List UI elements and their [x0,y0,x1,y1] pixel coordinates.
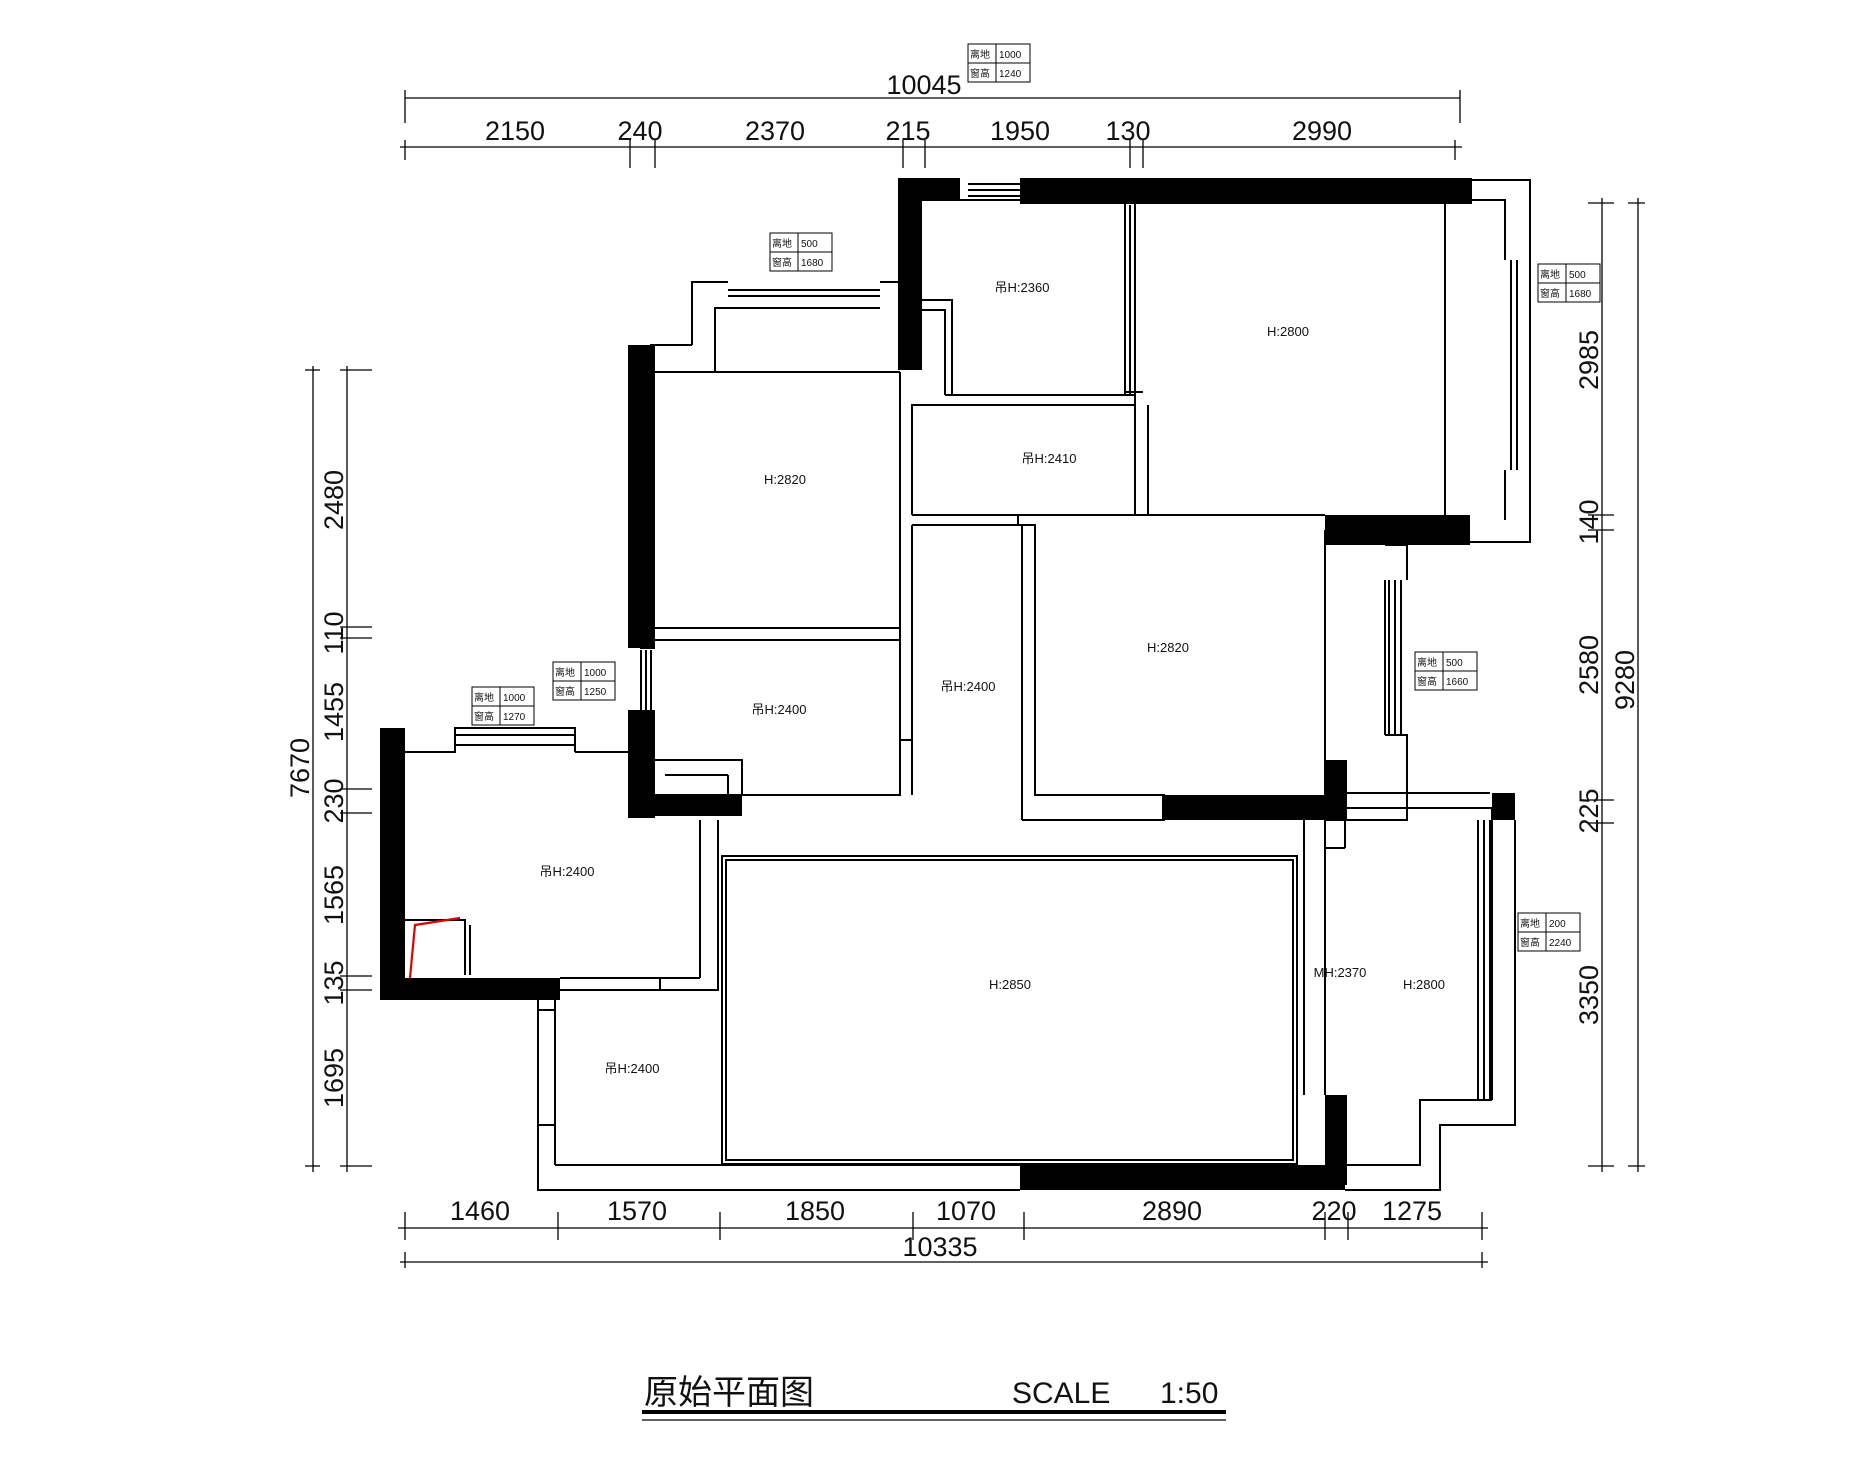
room-labels: 吊H:2360 H:2800 吊H:2410 H:2820 吊H:2400 吊H… [540,280,1445,1076]
scale-label: SCALE [1012,1377,1110,1410]
tag-right-bottom-height: 2240 [1549,938,1572,949]
dim-bottom-total: 10335 [902,1232,977,1262]
room-label-top-small: 吊H:2360 [995,280,1050,295]
room-label-left-bed: H:2820 [764,472,806,487]
dim-bottom-6: 220 [1311,1196,1356,1226]
tag-top-sill-label: 离地 [970,48,990,61]
room-label-hall: 吊H:2400 [941,679,996,694]
window-tags [471,43,1601,952]
dim-left-6: 135 [319,960,349,1005]
room-label-right-bed: H:2820 [1147,640,1189,655]
dim-left-5: 1565 [319,865,349,925]
dim-right-4: 225 [1574,788,1604,833]
room-label-corridor-top: 吊H:2410 [1022,451,1077,466]
title-block: 原始平面图 SCALE 1:50 [642,1374,1226,1421]
dim-left-3: 1455 [319,682,349,742]
dimension-labels: 10045 2150 240 2370 215 1950 130 2990 14… [285,70,1640,1262]
dim-left-7: 1695 [319,1048,349,1108]
tag-right-bottom-sill: 200 [1549,919,1566,930]
tag-top-height: 1240 [999,69,1022,80]
window-tag-text: 离地 1000 窗高 1240 离地 500 窗高 1680 离地 500 窗高… [474,48,1592,949]
dim-bottom-7: 1275 [1382,1196,1442,1226]
tag-right-mid-sill: 500 [1446,658,1463,669]
thin-walls [405,179,1531,1191]
scale-value: 1:50 [1160,1377,1218,1410]
dim-left-4: 230 [319,778,349,823]
dim-top-total: 10045 [886,70,961,100]
dim-bottom-2: 1570 [607,1196,667,1226]
room-label-balcony: H:2800 [1403,977,1445,992]
tag-right-top-sill: 500 [1569,270,1586,281]
tag-mid-left-sill-label: 离地 [555,666,575,679]
room-label-left-bath: 吊H:2400 [752,702,807,717]
dim-top-4: 215 [885,116,930,146]
tag-right-mid-sill-label: 离地 [1417,656,1437,669]
dim-right-5: 3350 [1574,965,1604,1025]
dim-bottom-1: 1460 [450,1196,510,1226]
tag-upper-left-height-label: 窗高 [772,256,792,269]
tag-mid-left-sill: 1000 [584,668,607,679]
tag-right-bottom-height-label: 窗高 [1520,936,1540,949]
room-label-entry: 吊H:2400 [605,1061,660,1076]
tag-left-height: 1270 [503,712,526,723]
room-label-kitchen: 吊H:2400 [540,864,595,879]
dim-top-6: 130 [1105,116,1150,146]
dim-bottom-3: 1850 [785,1196,845,1226]
dim-left-2: 110 [319,611,349,654]
tag-right-mid-height: 1660 [1446,677,1469,688]
tag-right-bottom-sill-label: 离地 [1520,917,1540,930]
tag-top-height-label: 窗高 [970,67,990,80]
dim-right-2: 140 [1574,499,1604,544]
tag-right-top-height: 1680 [1569,289,1592,300]
tag-upper-left-height: 1680 [801,258,824,269]
room-label-living: H:2850 [989,977,1031,992]
dim-bottom-5: 2890 [1142,1196,1202,1226]
tag-upper-left-sill-label: 离地 [772,237,792,250]
red-marker [408,916,461,979]
tag-mid-left-height-label: 窗高 [555,685,575,698]
tag-upper-left-sill: 500 [801,239,818,250]
room-label-mh: MH:2370 [1314,965,1367,980]
tag-mid-left-height: 1250 [584,687,607,698]
tag-right-top-height-label: 窗高 [1540,287,1560,300]
dim-top-2: 240 [617,116,662,146]
tag-right-top-sill-label: 离地 [1540,268,1560,281]
dim-left-total: 7670 [285,738,315,798]
tag-left-sill: 1000 [503,693,526,704]
tag-left-sill-label: 离地 [474,691,494,704]
dim-left-1: 2480 [319,470,349,530]
dimension-lines [305,90,1645,1268]
room-label-master: H:2800 [1267,324,1309,339]
dim-top-1: 2150 [485,116,545,146]
solid-walls [380,178,1515,1190]
tag-right-mid-height-label: 窗高 [1417,675,1437,688]
dim-right-1: 2985 [1574,330,1604,390]
tag-top-sill: 1000 [999,50,1022,61]
tag-left-height-label: 窗高 [474,710,494,723]
dim-top-3: 2370 [745,116,805,146]
dim-top-7: 2990 [1292,116,1352,146]
drawing-title: 原始平面图 [644,1374,814,1412]
dim-right-total: 9280 [1610,650,1640,710]
dim-right-3: 2580 [1574,635,1604,695]
dim-top-5: 1950 [990,116,1050,146]
dim-bottom-4: 1070 [936,1196,996,1226]
